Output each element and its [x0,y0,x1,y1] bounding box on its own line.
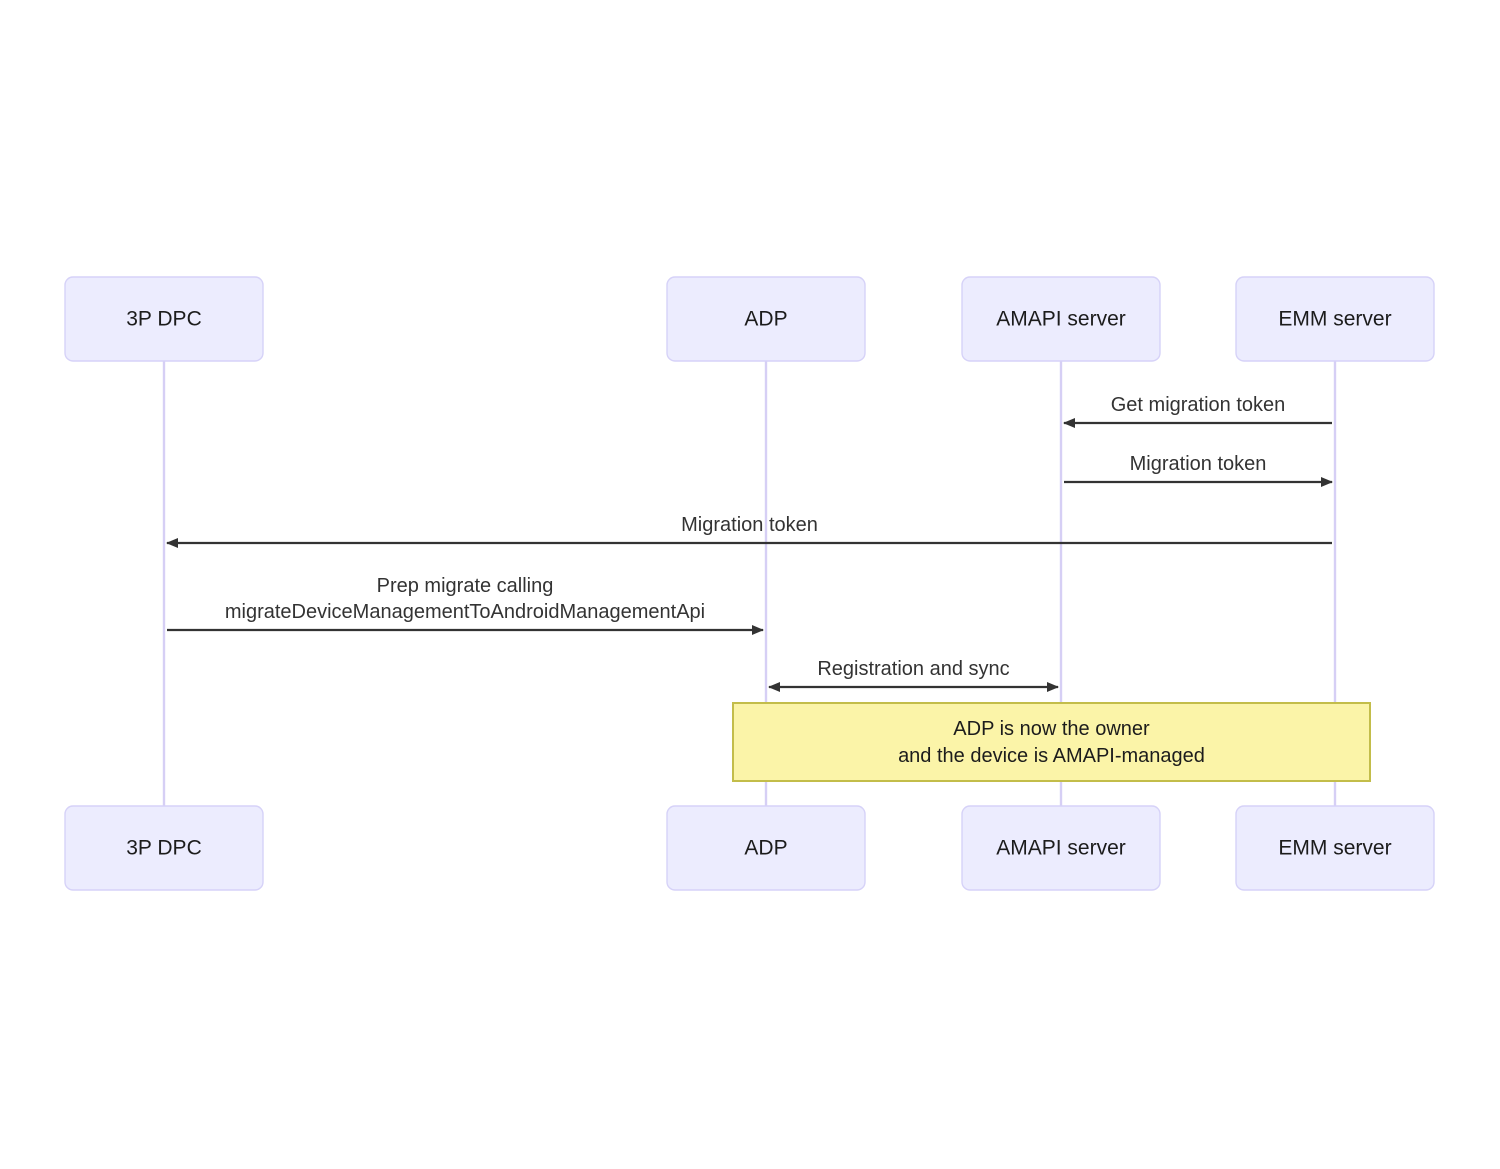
participant-label: EMM server [1278,837,1391,860]
participant-bottom-emm[interactable]: EMM server [1235,805,1435,891]
message-m2[interactable]: Migration token [1064,453,1333,487]
participant-label: ADP [744,308,787,331]
note-box [732,702,1371,782]
message-label: Get migration token [1111,394,1286,416]
notes-group: ADP is now the owner and the device is AM… [732,702,1371,782]
participant-box [1235,805,1435,891]
message-m3[interactable]: Migration token [166,514,1332,548]
note-line: and the device is AMAPI-managed [898,745,1205,767]
participant-label: ADP [744,837,787,860]
participant-box [666,276,866,362]
message-label: Prep migrate calling [377,575,554,597]
participant-box [64,276,264,362]
participant-label: AMAPI server [996,837,1126,860]
participant-label: 3P DPC [126,308,201,331]
participant-top-amapi[interactable]: AMAPI server [961,276,1161,362]
participant-box [64,805,264,891]
participant-top-dpc[interactable]: 3P DPC [64,276,264,362]
participant-bottom-dpc[interactable]: 3P DPC [64,805,264,891]
participant-label: EMM server [1278,308,1391,331]
message-m4[interactable]: Prep migrate calling migrateDeviceManagem… [167,575,764,635]
participant-label: AMAPI server [996,308,1126,331]
note-n1: ADP is now the owner and the device is AM… [732,702,1371,782]
message-label: Registration and sync [817,658,1009,680]
message-label: migrateDeviceManagementToAndroidManageme… [225,601,705,623]
participant-box [1235,276,1435,362]
participant-bottom-amapi[interactable]: AMAPI server [961,805,1161,891]
message-label: Migration token [1130,453,1267,475]
message-m1[interactable]: Get migration token [1063,394,1332,428]
participant-box [961,276,1161,362]
message-m5[interactable]: Registration and sync [768,658,1059,692]
participant-bottom-adp[interactable]: ADP [666,805,866,891]
participant-top-adp[interactable]: ADP [666,276,866,362]
note-line: ADP is now the owner [953,718,1150,740]
participant-label: 3P DPC [126,837,201,860]
participant-top-emm[interactable]: EMM server [1235,276,1435,362]
participant-box [666,805,866,891]
message-label: Migration token [681,514,818,536]
participant-box [961,805,1161,891]
